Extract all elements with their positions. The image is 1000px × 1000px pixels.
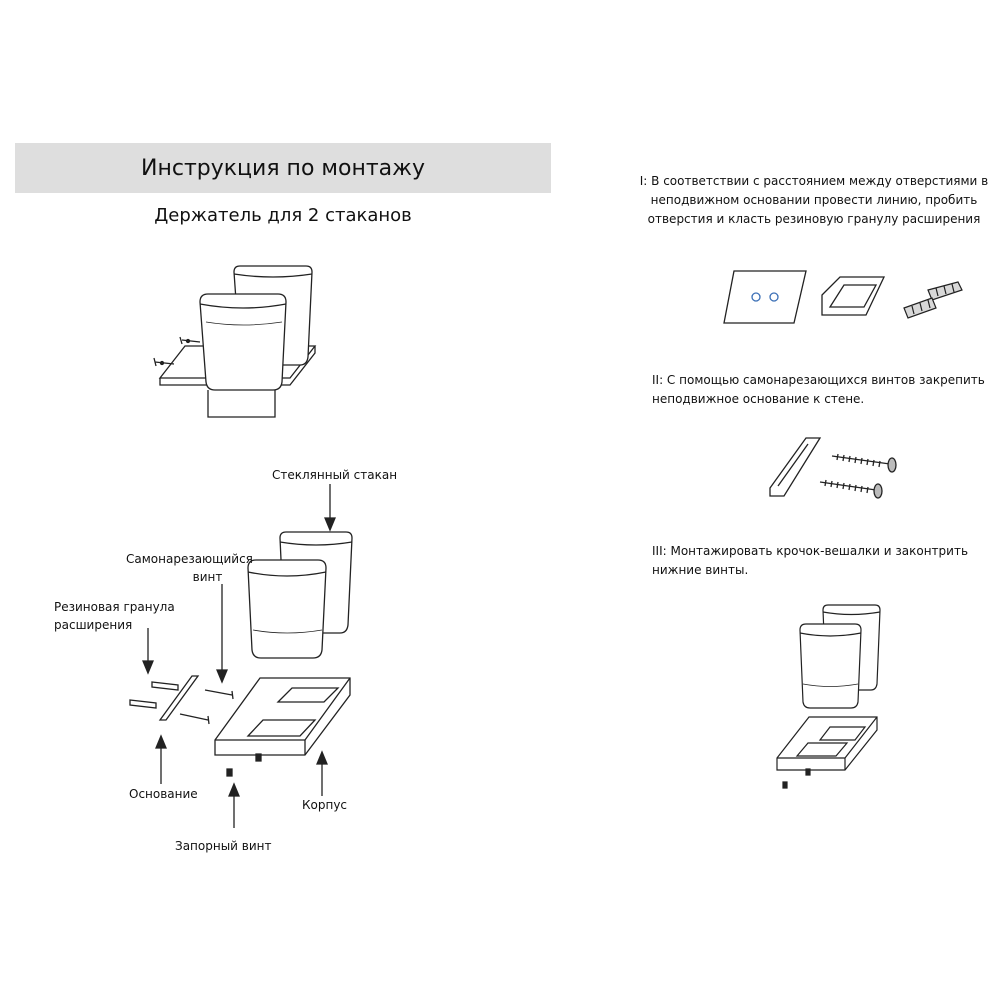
label-anchor-line1: Резиновая гранула — [54, 600, 175, 614]
step-2-text: II: С помощью самонарезающихся винтов за… — [652, 371, 985, 409]
page-title: Инструкция по монтажу — [141, 155, 425, 181]
step-3-line2: нижние винты. — [652, 563, 749, 577]
label-glass: Стеклянный стакан — [272, 468, 398, 482]
anchor-icon — [900, 278, 970, 328]
holder-exploded-icon — [120, 530, 365, 785]
label-screw-line2: винт — [192, 570, 223, 584]
holder-assembled-icon — [150, 262, 320, 427]
screw-icon — [828, 448, 900, 500]
step-2-line1: II: С помощью самонарезающихся винтов за… — [652, 373, 985, 387]
step-1-text: I: В соответствии с расстоянием между от… — [628, 172, 1000, 229]
step-1-line1: I: В соответствии с расстоянием между от… — [639, 174, 989, 188]
label-anchor-line2: расширения — [54, 618, 133, 632]
step-2-line2: неподвижное основание к стене. — [652, 392, 865, 406]
label-base: Основание — [129, 787, 198, 801]
title-banner: Инструкция по монтажу — [15, 143, 551, 193]
label-screw-line1: Самонарезающийся — [126, 552, 253, 566]
step-1-line3: отверстия и класть резиновую гранулу рас… — [647, 212, 981, 226]
step-3-line1: III: Монтажировать крочок-вешалки и зако… — [652, 544, 969, 558]
step-3-text: III: Монтажировать крочок-вешалки и зако… — [652, 542, 968, 580]
step-1-line2: неподвижном основании провести линию, пр… — [650, 193, 978, 207]
label-screw: Самонарезающийся винт — [126, 550, 253, 586]
wall-base-step2-icon — [766, 436, 824, 502]
wall-base-icon — [820, 275, 886, 317]
holder-mounted-icon — [775, 602, 890, 792]
page-subtitle: Держатель для 2 стаканов — [154, 205, 412, 226]
wall-plate-icon — [722, 268, 808, 326]
label-lock-screw: Запорный винт — [175, 839, 272, 853]
label-body: Корпус — [302, 798, 348, 812]
label-anchor: Резиновая гранула расширения — [54, 598, 175, 634]
